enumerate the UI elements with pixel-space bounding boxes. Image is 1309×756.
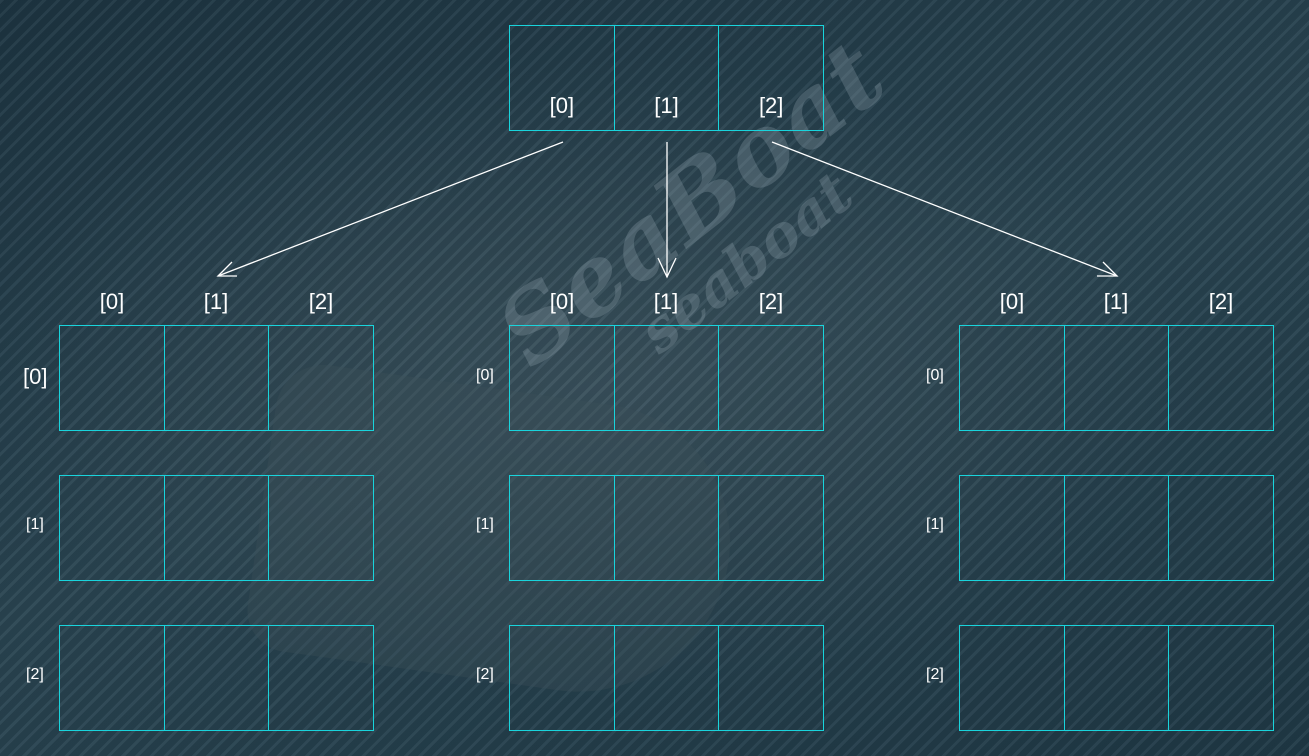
- top-array-cell: [1]: [615, 26, 720, 130]
- cell: [615, 326, 720, 430]
- middle-array-row-1: [509, 475, 824, 581]
- cell: [1169, 626, 1273, 730]
- cell: [269, 476, 373, 580]
- cell: [165, 626, 270, 730]
- right-row-index-0: [0]: [926, 367, 944, 384]
- arrow-to-right-array: [771, 141, 1118, 277]
- middle-col-index-1: [1]: [653, 289, 679, 314]
- middle-array-row-0: [509, 325, 824, 431]
- cell: [165, 476, 270, 580]
- arrow-to-left-array: [217, 141, 564, 277]
- cell: [615, 476, 720, 580]
- cell: [269, 326, 373, 430]
- cell: [60, 326, 165, 430]
- left-col-index-1: [1]: [203, 289, 229, 314]
- left-array-row-2: [59, 625, 374, 731]
- top-index-2: [2]: [758, 93, 784, 118]
- right-col-index-1: [1]: [1103, 289, 1129, 314]
- cell: [510, 626, 615, 730]
- cell: [960, 326, 1065, 430]
- left-array-row-0: [59, 325, 374, 431]
- cell: [269, 626, 373, 730]
- left-col-index-0: [0]: [99, 289, 125, 314]
- middle-row-index-0: [0]: [476, 367, 494, 384]
- cell: [719, 326, 823, 430]
- cell: [510, 476, 615, 580]
- right-col-index-0: [0]: [999, 289, 1025, 314]
- right-row-index-2: [2]: [926, 666, 944, 683]
- right-row-index-1: [1]: [926, 516, 944, 533]
- middle-col-index-2: [2]: [758, 289, 784, 314]
- cell: [1169, 326, 1273, 430]
- arrowhead-middle: [657, 257, 677, 279]
- middle-row-index-1: [1]: [476, 516, 494, 533]
- cell: [719, 626, 823, 730]
- cell: [960, 626, 1065, 730]
- cell: [1065, 626, 1170, 730]
- top-array: [0] [1] [2]: [509, 25, 824, 131]
- right-array-row-0: [959, 325, 1274, 431]
- right-array-row-1: [959, 475, 1274, 581]
- middle-col-index-0: [0]: [549, 289, 575, 314]
- top-array-cell: [0]: [510, 26, 615, 130]
- left-row-index-0: [0]: [23, 364, 48, 389]
- cell: [510, 326, 615, 430]
- cell: [1169, 476, 1273, 580]
- middle-array-row-2: [509, 625, 824, 731]
- cell: [1065, 476, 1170, 580]
- top-index-1: [1]: [654, 93, 679, 118]
- cell: [719, 476, 823, 580]
- cell: [960, 476, 1065, 580]
- left-row-index-2: [2]: [26, 666, 44, 683]
- cell: [60, 476, 165, 580]
- middle-row-index-2: [2]: [476, 666, 494, 683]
- left-array-row-1: [59, 475, 374, 581]
- top-array-cell: [2]: [719, 26, 823, 130]
- cell: [165, 326, 270, 430]
- cell: [615, 626, 720, 730]
- top-index-0: [0]: [549, 93, 575, 118]
- arrowhead-right: [1097, 261, 1119, 277]
- cell: [1065, 326, 1170, 430]
- arrowhead-left: [216, 261, 237, 277]
- cell: [60, 626, 165, 730]
- left-row-index-1: [1]: [26, 516, 44, 533]
- right-array-row-2: [959, 625, 1274, 731]
- right-col-index-2: [2]: [1208, 289, 1234, 314]
- left-col-index-2: [2]: [308, 289, 334, 314]
